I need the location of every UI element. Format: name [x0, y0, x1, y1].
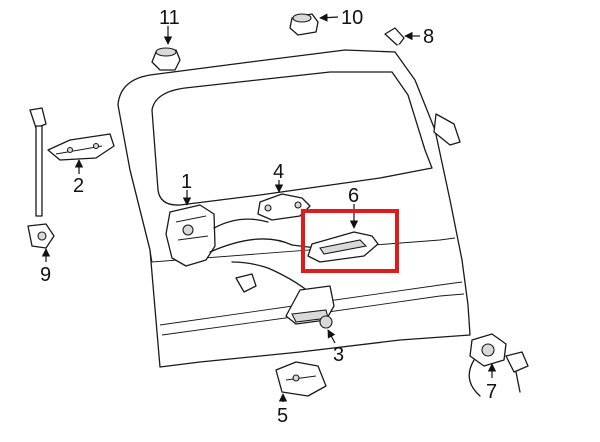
part-2-hinge [47, 133, 115, 174]
callout-2: 2 [73, 175, 84, 197]
callout-labels: 11 10 8 2 1 4 6 9 3 7 5 [40, 7, 497, 427]
callout-8: 8 [423, 26, 434, 48]
part-10-bumper [289, 13, 339, 36]
callout-5: 5 [277, 405, 288, 427]
part-9-support-strut [27, 107, 55, 262]
liftgate-panel [117, 49, 471, 368]
part-8-support-strut [384, 27, 461, 146]
callout-11: 11 [159, 7, 180, 29]
callout-10: 10 [341, 7, 363, 29]
part-4-handle [257, 180, 311, 221]
callout-1: 1 [181, 171, 192, 193]
callout-7: 7 [486, 381, 497, 403]
part-5-striker [275, 361, 327, 402]
part-6-handle [307, 204, 379, 263]
part-6-highlight-box [301, 209, 399, 273]
part-3-latch [231, 261, 336, 344]
part-11-bumper [151, 26, 181, 71]
callout-3: 3 [333, 344, 344, 366]
part-1-lock-assembly [165, 190, 317, 267]
part-7-lock-cylinder [468, 333, 529, 397]
callout-4: 4 [273, 161, 284, 183]
callout-9: 9 [40, 264, 51, 286]
callout-6: 6 [348, 185, 359, 207]
